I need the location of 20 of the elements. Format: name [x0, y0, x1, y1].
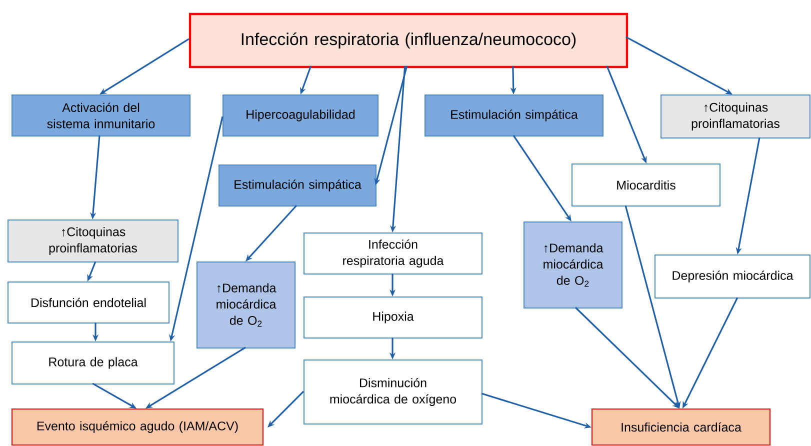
process-box: Disfunción endotelial [8, 282, 170, 324]
process-box: Hipercoagulabilidad [222, 94, 378, 136]
process-box: Rotura de placa [12, 342, 174, 384]
process-box: Depresión miocárdica [654, 254, 810, 298]
cause-box: Infección respiratoria (influenza/neumococo) [188, 12, 628, 68]
process-box: ↑Demanda miocárdica de O$_{2}$ [196, 262, 296, 348]
process-box: Infección respiratoria aguda [304, 232, 482, 274]
arrow [574, 306, 680, 408]
process-box: ↑Demanda miocárdica de O$_{2}$ [524, 222, 622, 308]
process-box: ↑Citoquinas proinflamatorias [8, 220, 178, 262]
outcome-box: Insuficiencia cardíaca [592, 408, 770, 446]
process-box: Hipoxia [304, 296, 482, 338]
process-box: Miocarditis [572, 164, 720, 206]
process-box: Activación del sistema inmunitario [12, 94, 190, 136]
process-box: ↑Citoquinas proinflamatorias [660, 94, 810, 138]
process-box: Estimulación simpática [424, 94, 604, 136]
process-box: Estimulación simpática [218, 164, 376, 206]
process-box: Disminución miocárdica de oxígeno [304, 360, 482, 424]
arrow [268, 390, 304, 428]
outcome-box: Evento isquémico agudo (IAM/ACV) [12, 408, 264, 446]
